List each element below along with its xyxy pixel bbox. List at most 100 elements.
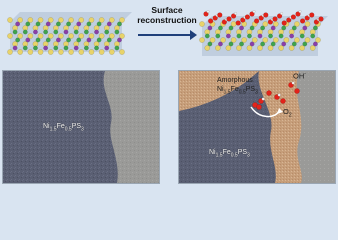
arrow-right-icon (138, 30, 197, 40)
iron-atom (207, 25, 213, 31)
nickel-atom (218, 25, 223, 31)
sulfur-atom (58, 17, 64, 23)
tem-image-reconstructed: Amorphous Ni1.5Fe0.5PS3 Ni1.5Fe0.5PS3 OH… (178, 70, 336, 184)
sulfur-atom (309, 45, 316, 51)
oxygen-atom (272, 16, 278, 22)
oxygen-atom (226, 16, 232, 22)
iron-atom (94, 29, 99, 35)
sulfur-atom (251, 37, 258, 43)
tem-right-shell-formula: Ni1.5Fe0.5PS3 (217, 86, 258, 96)
sulfur-atom (58, 33, 64, 39)
oxygen-atom (258, 15, 264, 21)
sulfur-atom (7, 33, 13, 39)
oxygen-atom (212, 15, 218, 21)
iron-atom (312, 41, 318, 47)
sulfur-atom (288, 45, 295, 51)
iron-atom (76, 21, 82, 27)
sulfur-atom (88, 49, 95, 55)
nickel-atom (302, 41, 308, 47)
nickel-atom (12, 29, 18, 35)
iron-atom (218, 41, 223, 47)
nickel-atom (228, 41, 234, 47)
oxygen-atom (217, 12, 223, 18)
iron-atom (289, 33, 295, 39)
sulfur-atom (215, 45, 221, 51)
o2-label: O2 (283, 107, 292, 119)
nickel-atom (83, 45, 89, 51)
oxygen-atom (263, 12, 269, 18)
nickel-atom (94, 45, 99, 51)
iron-atom (249, 41, 255, 47)
iron-atom (55, 37, 61, 43)
nickel-atom (15, 37, 21, 43)
sulfur-atom (37, 33, 44, 39)
oxygen-atom (221, 19, 228, 25)
iron-atom (104, 45, 110, 51)
oxygen-atom (286, 17, 292, 23)
nickel-atom (25, 21, 31, 27)
oxygen-atom (280, 98, 286, 104)
reconstruction-arrow: Surface reconstruction (136, 4, 198, 60)
sulfur-atom (7, 17, 13, 23)
sulfur-atom (262, 21, 269, 27)
nickel-atom (270, 41, 276, 47)
sulfur-atom (27, 17, 34, 23)
nickel-atom (96, 37, 102, 43)
sulfur-atom (283, 37, 290, 43)
sulfur-atom (204, 45, 211, 51)
hydrogen-atom (206, 9, 210, 13)
nickel-atom (268, 33, 273, 39)
sulfur-atom (17, 33, 23, 39)
oxygen-atom (230, 13, 237, 19)
nickel-atom (249, 25, 255, 31)
oxygen-atom (240, 17, 246, 23)
oxygen-atom (235, 20, 241, 26)
sulfur-atom (257, 45, 263, 51)
hydrogen-atom (261, 97, 265, 101)
nickel-atom (215, 33, 221, 39)
sulfur-atom (78, 17, 85, 23)
iron-atom (270, 25, 276, 31)
sulfur-atom (315, 37, 321, 43)
nickel-atom (260, 25, 266, 31)
sulfur-atom (246, 45, 253, 51)
nickel-atom (228, 25, 234, 31)
sulfur-atom (278, 45, 284, 51)
sulfur-atom (37, 49, 44, 55)
sulfur-atom (109, 17, 115, 23)
sulfur-atom (47, 33, 54, 39)
nickel-atom (53, 29, 59, 35)
oh-o2-molecules (252, 81, 300, 110)
arrow-label-line2: reconstruction (137, 15, 197, 25)
oxygen-atom (290, 14, 297, 20)
nickel-atom (291, 25, 297, 31)
arrow-label-line1: Surface (151, 5, 183, 15)
nickel-atom (204, 33, 210, 39)
iron-atom (117, 37, 122, 43)
oh-label: OH- (293, 71, 306, 81)
sulfur-atom (267, 45, 274, 51)
iron-atom (106, 21, 112, 27)
nickel-atom (207, 41, 213, 47)
sulfur-atom (7, 49, 13, 55)
nickel-atom (281, 25, 287, 31)
sulfur-atom (27, 33, 34, 39)
sulfur-atom (304, 21, 311, 27)
oxygen-atom (208, 18, 214, 24)
nickel-atom (310, 33, 316, 39)
pristine-crystal-lattice (7, 12, 132, 55)
sulfur-atom (27, 49, 34, 55)
nickel-atom (96, 21, 102, 27)
nickel-atom (247, 33, 252, 39)
iron-atom (63, 29, 69, 35)
oxygen-atom (318, 16, 324, 22)
oxygen-atom (281, 20, 287, 26)
sulfur-atom (225, 45, 232, 51)
iron-atom (15, 21, 21, 27)
iron-atom (239, 25, 244, 31)
sulfur-atom (230, 37, 237, 43)
oxygen-atom (253, 18, 260, 24)
nickel-atom (114, 45, 120, 51)
nickel-atom (239, 41, 244, 47)
oxygen-atom (256, 104, 262, 110)
